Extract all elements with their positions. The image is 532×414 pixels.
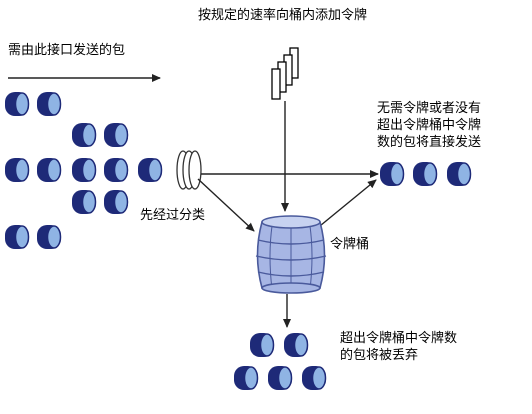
packet-icon <box>4 91 30 117</box>
packet-icon <box>446 161 472 187</box>
incoming-label: 需由此接口发送的包 <box>8 43 126 58</box>
packet-icon <box>283 332 309 358</box>
packet-icon <box>412 161 438 187</box>
packet-icon <box>36 91 62 117</box>
packet-icon <box>137 157 163 183</box>
classify-arrow <box>197 178 255 232</box>
packet-icon <box>379 161 405 187</box>
packet-icon <box>4 224 30 250</box>
packet-icon <box>4 157 30 183</box>
bucket-barrel-icon <box>255 215 327 294</box>
direct-send-line-1: 无需令牌或者没有 <box>377 101 482 116</box>
packet-icon <box>36 157 62 183</box>
discarded-packets <box>233 332 327 391</box>
token-stack <box>271 47 299 100</box>
discard-line-2: 的包将被丢弃 <box>340 348 419 363</box>
classify-label: 先经过分类 <box>140 208 206 223</box>
token-add-label: 按规定的速率向桶内添加令牌 <box>198 8 368 23</box>
packet-icon <box>249 332 275 358</box>
packet-icon <box>103 122 129 148</box>
direct-send-label: 无需令牌或者没有 超出令牌桶中令牌 数的包将直接发送 <box>377 100 481 151</box>
bucket-send-arrow <box>314 179 377 231</box>
packet-icon <box>233 365 259 391</box>
packet-icon <box>301 365 327 391</box>
discard-label: 超出令牌桶中令牌数 的包将被丢弃 <box>340 330 457 364</box>
packet-icon <box>71 157 97 183</box>
packet-icon <box>267 365 293 391</box>
token-icon <box>271 68 281 100</box>
incoming-packets <box>4 91 163 250</box>
direct-send-line-3: 数的包将直接发送 <box>377 135 482 150</box>
discard-line-1: 超出令牌桶中令牌数 <box>340 331 458 346</box>
sent-packets <box>379 161 472 187</box>
classifier-rings-icon <box>176 150 202 190</box>
packet-icon <box>71 189 97 215</box>
packet-icon <box>36 224 62 250</box>
bucket-label: 令牌桶 <box>330 237 370 252</box>
packet-icon <box>103 157 129 183</box>
packet-icon <box>71 122 97 148</box>
direct-send-line-2: 超出令牌桶中令牌 <box>377 118 482 133</box>
packet-icon <box>103 189 129 215</box>
